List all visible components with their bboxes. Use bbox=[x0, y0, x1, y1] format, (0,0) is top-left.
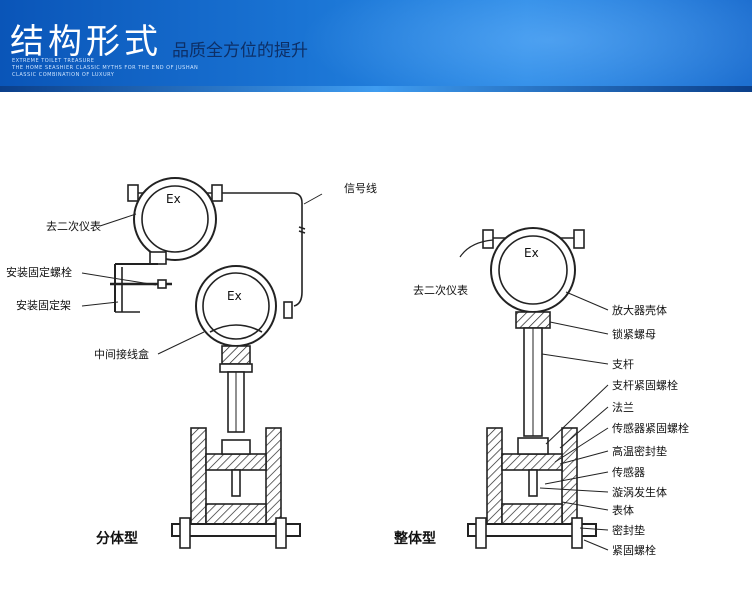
label-split-to-secondary: 去二次仪表 bbox=[46, 219, 101, 233]
caption-integral-type: 整体型 bbox=[393, 530, 436, 547]
banner-small-line-3: CLASSIC COMBINATION OF LUXURY bbox=[12, 72, 115, 78]
caption-split-type: 分体型 bbox=[96, 530, 138, 547]
banner-small-line-1: EXTREME TOILET TREASURE bbox=[12, 58, 95, 64]
integral-housing-ex-label: Ex bbox=[524, 246, 539, 260]
label-vortex-generator: 漩涡发生体 bbox=[612, 485, 667, 499]
integral-amplifier-housing bbox=[482, 227, 585, 313]
banner-small-line-2: THE HOME SEASHIER CLASSIC MYTHS FOR THE … bbox=[12, 65, 199, 71]
banner-stripe bbox=[0, 86, 752, 92]
label-flange: 法兰 bbox=[612, 400, 634, 414]
label-signal-line: 信号线 bbox=[344, 181, 377, 195]
split-mount-bracket bbox=[110, 251, 172, 313]
label-integral-to-secondary: 去二次仪表 bbox=[413, 283, 468, 297]
split-amplifier-housing bbox=[127, 177, 223, 261]
integral-lock-nut bbox=[515, 311, 551, 329]
header-banner: 结构形式 品质全方位的提升 EXTREME TOILET TREASURE TH… bbox=[0, 0, 752, 92]
banner-title: 结构形式 bbox=[10, 22, 162, 62]
label-high-temp-gasket: 高温密封垫 bbox=[612, 444, 667, 458]
split-flow-body bbox=[171, 427, 301, 549]
junction-box-ex-label: Ex bbox=[227, 289, 242, 303]
split-type-diagram bbox=[110, 177, 306, 549]
label-body: 表体 bbox=[612, 503, 634, 517]
label-fastening-bolt: 紧固螺栓 bbox=[612, 543, 656, 557]
split-signal-cable bbox=[222, 192, 303, 307]
label-rod-bolt: 支杆紧固螺栓 bbox=[612, 378, 678, 392]
label-mount-bracket: 安装固定架 bbox=[16, 298, 71, 312]
label-sensor: 传感器 bbox=[612, 466, 645, 479]
label-junction-box: 中间接线盒 bbox=[94, 347, 149, 361]
label-mount-bolt: 安装固定螺栓 bbox=[6, 265, 72, 279]
label-rod: 支杆 bbox=[612, 357, 634, 371]
label-lock-nut: 锁紧螺母 bbox=[612, 327, 656, 341]
integral-type-diagram bbox=[459, 227, 597, 549]
split-housing-ex-label: Ex bbox=[166, 192, 181, 206]
split-leader-lines bbox=[81, 193, 323, 355]
integral-leader-lines bbox=[539, 291, 609, 551]
integral-flow-body bbox=[467, 427, 597, 549]
split-junction-box bbox=[195, 265, 293, 373]
label-sensor-bolt: 传感器紧固螺栓 bbox=[612, 421, 689, 435]
banner-glow bbox=[300, 0, 752, 92]
label-gasket: 密封垫 bbox=[612, 523, 645, 537]
structure-diagram: Ex Ex Ex 信号线 去二次仪表 安装固定螺栓 安装固定架 中间接线盒 分体… bbox=[6, 177, 689, 557]
banner-subtitle: 品质全方位的提升 bbox=[172, 41, 308, 61]
label-amp-housing: 放大器壳体 bbox=[612, 303, 667, 317]
